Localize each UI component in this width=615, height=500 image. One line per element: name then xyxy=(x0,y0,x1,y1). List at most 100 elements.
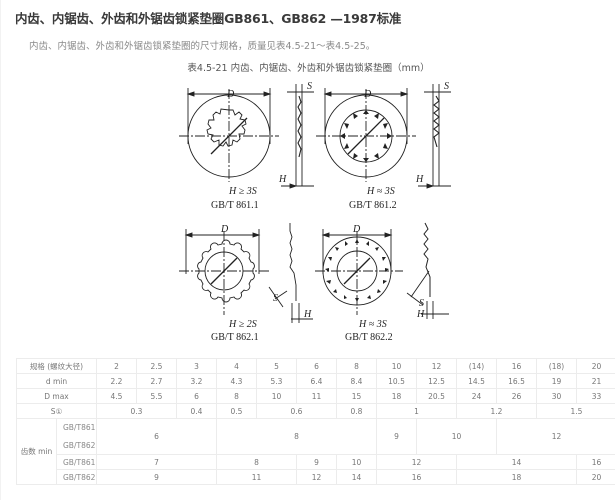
cell: 12.5 xyxy=(416,373,457,389)
cell: 6 xyxy=(176,388,217,404)
cell: 6 xyxy=(96,418,217,455)
cell: 19 xyxy=(536,373,577,389)
svg-text:S: S xyxy=(419,298,424,309)
std-label-862-2: GB/T 862.2 xyxy=(345,332,393,343)
svg-text:H: H xyxy=(278,174,287,185)
cell: (14) xyxy=(456,358,497,374)
cell: 10 xyxy=(416,418,497,455)
relation-861-1: H ≥ 3S xyxy=(228,186,257,197)
cell: 14 xyxy=(336,469,377,485)
drawing-gb861-2 xyxy=(316,84,451,189)
svg-text:H: H xyxy=(415,174,424,185)
S-label: S① xyxy=(16,403,97,419)
cell: 1 xyxy=(376,403,457,419)
D-max-label: D max xyxy=(16,388,97,404)
d-min-label: d min xyxy=(16,373,97,389)
cell: 16 xyxy=(496,358,537,374)
sub-label-862-1: GB/T862.1 xyxy=(56,436,97,455)
svg-text:D: D xyxy=(352,224,361,235)
relation-862-1: H ≥ 2S xyxy=(228,319,257,330)
relation-862-2: H ≈ 3S xyxy=(358,319,387,330)
cell: 6.4 xyxy=(296,373,337,389)
cell: 4.5 xyxy=(96,388,137,404)
cell: 1.5 xyxy=(536,403,615,419)
cell: 2.2 xyxy=(96,373,137,389)
cell: 20.5 xyxy=(416,388,457,404)
svg-text:D: D xyxy=(363,89,372,100)
row-teeth-862-2: GB/T862.2 9 11 12 14 16 18 20 xyxy=(17,469,615,485)
cell: 8 xyxy=(336,358,377,374)
cell: 8 xyxy=(216,454,297,470)
row-S: S① 0.3 0.4 0.5 0.6 0.8 1 1.2 1.5 xyxy=(16,403,615,419)
cell: 7 xyxy=(96,454,217,470)
cell: 12 xyxy=(296,469,337,485)
cell: 1.2 xyxy=(456,403,537,419)
std-label-861-2: GB/T 861.2 xyxy=(349,200,397,211)
cell: 9 xyxy=(296,454,337,470)
cell: 30 xyxy=(536,388,577,404)
cell: 20 xyxy=(576,358,615,374)
cell: 8 xyxy=(216,418,377,455)
cell: 4.3 xyxy=(216,373,257,389)
cell: 26 xyxy=(496,388,537,404)
row-teeth-861-2: GB/T861.2 7 8 9 10 12 14 16 xyxy=(17,454,615,470)
cell: 5.3 xyxy=(256,373,297,389)
cell: 2 xyxy=(96,358,137,374)
cell: 16 xyxy=(576,454,615,470)
cell: 10 xyxy=(336,454,377,470)
cell: 0.8 xyxy=(336,403,377,419)
cell: 18 xyxy=(376,388,417,404)
row-D-max: D max 4.5 5.5 6 8 10 11 15 18 20.5 24 26… xyxy=(16,388,615,404)
svg-text:S: S xyxy=(444,81,449,92)
cell: 15 xyxy=(336,388,377,404)
cell: (18) xyxy=(536,358,577,374)
svg-text:S: S xyxy=(273,293,278,304)
svg-text:S: S xyxy=(307,81,312,92)
cell: 9 xyxy=(376,418,417,455)
cell: 14 xyxy=(456,454,577,470)
cell: 0.6 xyxy=(256,403,337,419)
cell: 12 xyxy=(416,358,457,374)
cell: 12 xyxy=(496,418,615,455)
svg-text:H: H xyxy=(416,309,425,320)
drawing-gb862-1 xyxy=(179,223,313,323)
teeth-label: 齿数 min xyxy=(16,418,57,485)
cell: 2.5 xyxy=(136,358,177,374)
cell: 5.5 xyxy=(136,388,177,404)
cell: 12 xyxy=(376,454,457,470)
cell: 9 xyxy=(96,469,217,485)
cell: 3.2 xyxy=(176,373,217,389)
cell: 6 xyxy=(296,358,337,374)
page-title: 内齿、内锯齿、外齿和外锯齿锁紧垫圈GB861、GB862 —1987标准 xyxy=(15,11,402,26)
svg-text:D: D xyxy=(220,224,229,235)
sub-label-861-1: GB/T861.1 xyxy=(56,418,97,437)
row-spec: 规格 (螺纹大径) 2 2.5 3 4 5 6 8 10 12 (14) 16 … xyxy=(16,358,615,374)
cell: 4 xyxy=(216,358,257,374)
cell: 16.5 xyxy=(496,373,537,389)
cell: 0.3 xyxy=(96,403,177,419)
cell: 10.5 xyxy=(376,373,417,389)
cell: 20 xyxy=(576,469,615,485)
sub-label-862-2: GB/T862.2 xyxy=(56,469,97,485)
cell: 3 xyxy=(176,358,217,374)
drawing-gb861-1 xyxy=(179,84,314,189)
cell: 0.5 xyxy=(216,403,257,419)
cell: 10 xyxy=(376,358,417,374)
cell: 8 xyxy=(216,388,257,404)
svg-text:D: D xyxy=(226,89,235,100)
cell: 18 xyxy=(456,469,577,485)
std-label-862-1: GB/T 862.1 xyxy=(211,332,259,343)
spec-label: 规格 (螺纹大径) xyxy=(16,358,97,374)
row-teeth-861-1: 齿数 min GB/T861.1 6 8 9 10 12 xyxy=(16,418,615,485)
spec-table: 规格 (螺纹大径) 2 2.5 3 4 5 6 8 10 12 (14) 16 … xyxy=(16,358,615,485)
cell: 0.4 xyxy=(176,403,217,419)
table-caption: 表4.5-21 内齿、内锯齿、外齿和外锯齿锁紧垫圈（mm） xyxy=(187,63,430,74)
cell: 21 xyxy=(576,373,615,389)
washer-drawings: D S H H ≥ 3S GB/T 861.1 xyxy=(171,74,451,346)
drawing-gb862-2 xyxy=(315,222,449,319)
cell: 33 xyxy=(576,388,615,404)
cell: 16 xyxy=(376,469,457,485)
cell: 24 xyxy=(456,388,497,404)
cell: 5 xyxy=(256,358,297,374)
